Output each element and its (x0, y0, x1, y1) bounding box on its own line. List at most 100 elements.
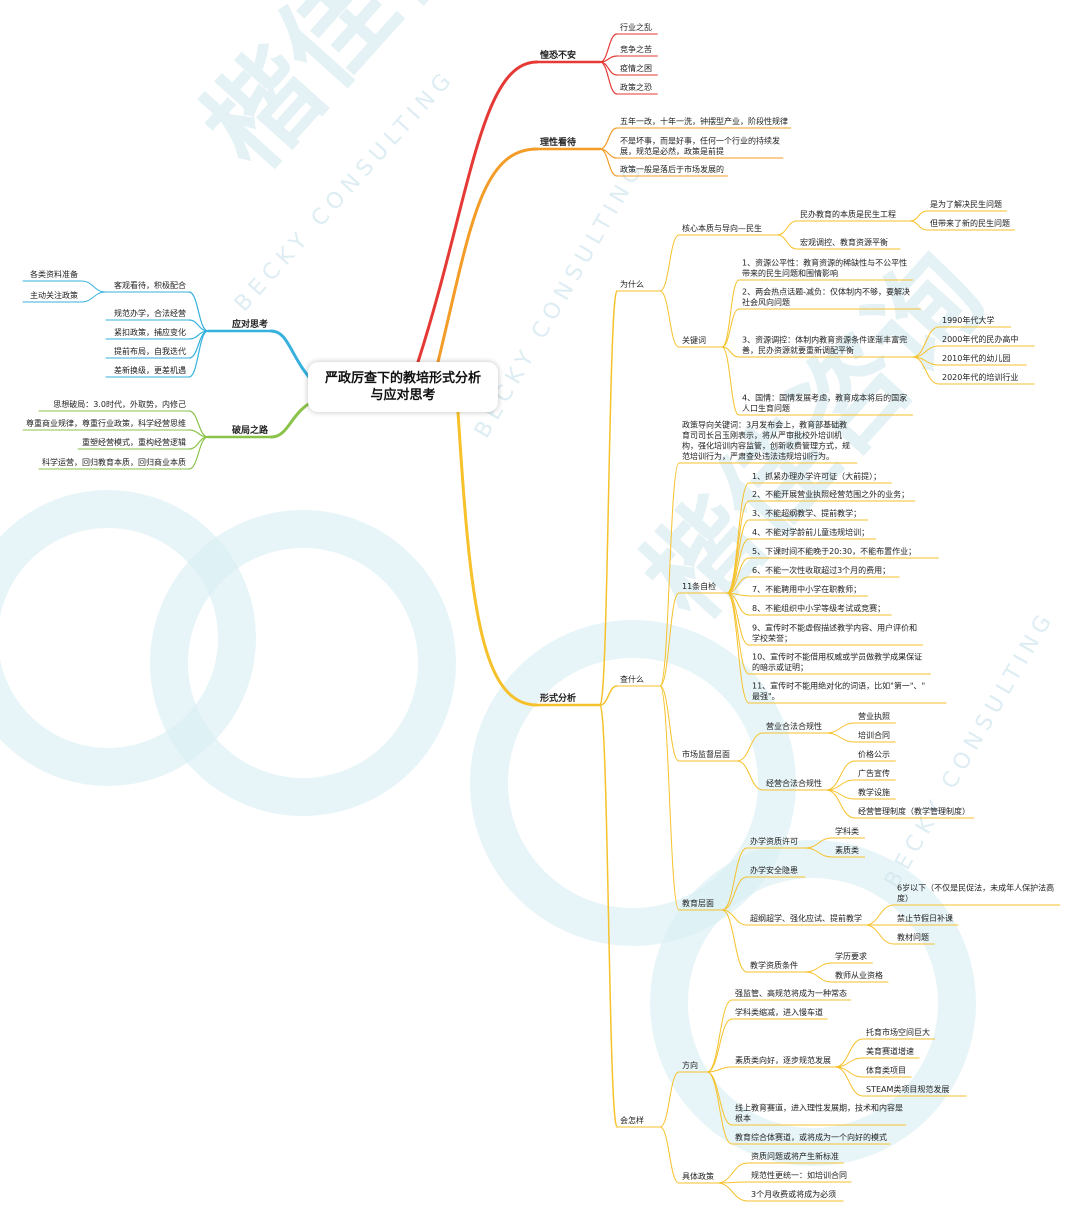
connector-line (864, 904, 895, 926)
topic-node[interactable]: 3、不能超纲教学、提前教学； (752, 508, 861, 518)
topic-node[interactable]: 五年一改，十年一洗，钟摆型产业，阶段性规律 (620, 116, 788, 126)
connector-line (659, 234, 680, 292)
topic-node[interactable]: 2000年代的民办高中 (942, 334, 1018, 344)
topic-node[interactable]: 11、宣传时不能用绝对化的词语，比如"第一"、"最强"。 (752, 681, 925, 702)
topic-node[interactable]: 学历要求 (835, 951, 867, 961)
topic-node[interactable]: 关键词 (682, 335, 706, 345)
topic-node[interactable]: 学科类缩减，进入慢车道 (735, 1007, 823, 1017)
topic-node[interactable]: 2、不能开展营业执照经营范围之外的业务； (752, 489, 909, 499)
topic-node[interactable]: 疫情之困 (620, 63, 652, 73)
central-topic[interactable]: 严政厉查下的教培形式分析 与应对思考 (308, 362, 498, 412)
topic-node[interactable]: 政策一般是落后于市场发展的 (620, 164, 724, 174)
topic-node[interactable]: 禁止节假日补课 (897, 913, 953, 923)
topic-node[interactable]: 行业之乱 (620, 22, 652, 32)
topic-node[interactable]: 办学资质许可 (750, 836, 798, 846)
topic-node[interactable]: 广告宣传 (858, 768, 890, 778)
topic-node[interactable]: 资质问题或将产生新标准 (751, 1151, 839, 1161)
topic-node[interactable]: 规范性更统一：如培训合同 (751, 1170, 847, 1180)
topic-node[interactable]: 为什么 (620, 279, 644, 289)
branch-2[interactable]: 理性看待 (540, 136, 576, 148)
topic-node[interactable]: 素质类 (835, 845, 859, 855)
topic-node[interactable]: 美育赛道增速 (866, 1046, 914, 1056)
connector-line (716, 1162, 749, 1184)
topic-node[interactable]: 教材问题 (897, 932, 929, 942)
topic-node[interactable]: 体育类项目 (866, 1065, 906, 1075)
connector-line (599, 61, 618, 95)
topic-node[interactable]: 竞争之苦 (620, 44, 652, 54)
topic-node[interactable]: 规范办学，合法经营 (114, 308, 186, 318)
topic-node[interactable]: 具体政策 (682, 1171, 714, 1181)
topic-node[interactable]: 价格公示 (858, 749, 890, 759)
topic-node[interactable]: 4、不能对学龄前儿童违规培训； (752, 527, 869, 537)
topic-node[interactable]: 营业执照 (858, 711, 890, 721)
connector-line (726, 538, 750, 594)
topic-node[interactable]: 办学安全隐患 (750, 865, 798, 875)
topic-node[interactable]: 素质类向好，逐步规范发展 (735, 1055, 831, 1065)
topic-node[interactable]: 3个月收费或将成为必须 (751, 1189, 836, 1199)
topic-node[interactable]: 4、国情：国情发展考虑，教育成本将后的国家人口生育问题 (742, 393, 907, 414)
topic-node[interactable]: 托育市场空间巨大 (866, 1027, 930, 1037)
topic-node[interactable]: 教师从业资格 (835, 970, 883, 980)
topic-node[interactable]: 5、下课时间不能晚于20:30，不能布置作业； (752, 546, 916, 556)
topic-node[interactable]: 营业合法合规性 (766, 721, 822, 731)
topic-node[interactable]: 强监管、高规范将成为一种常态 (735, 988, 847, 998)
topic-node[interactable]: 方向 (682, 1060, 698, 1070)
connector-line (659, 685, 680, 911)
connector-line (599, 33, 618, 63)
topic-node[interactable]: 经营管理制度（教学管理制度） (858, 806, 970, 816)
topic-node[interactable]: 思想破局：3.0时代，外取势，内修己 (53, 399, 186, 409)
topic-node[interactable]: 11条自检 (682, 581, 716, 591)
topic-node[interactable]: 主动关注政策 (30, 290, 78, 300)
topic-node[interactable]: 培训合同 (858, 730, 890, 740)
topic-node[interactable]: 9、宣传时不能虚假描述教学内容、用户评价和学校荣誉； (752, 623, 917, 644)
topic-node[interactable]: 客观看待，积极配合 (114, 280, 186, 290)
topic-node[interactable]: 超纲超学、强化应试、提前教学 (750, 913, 862, 923)
topic-node[interactable]: 尊重商业规律，尊重行业政策，科学经营思维 (26, 418, 186, 428)
topic-node[interactable]: 会怎样 (620, 1115, 644, 1125)
connector-line (804, 847, 833, 858)
topic-node[interactable]: 查什么 (620, 674, 644, 684)
topic-node[interactable]: 但带来了新的民生问题 (930, 218, 1010, 228)
topic-node[interactable]: STEAM类项目规范发展 (866, 1084, 949, 1094)
topic-node[interactable]: 宏观调控、教育资源平衡 (800, 237, 888, 247)
topic-node[interactable]: 2、两会热点话题-减负：仅体制内不够，要解决社会风向问题 (742, 287, 910, 308)
topic-node[interactable]: 政策导向关键词：3月发布会上，教育部基础教育司司长吕玉刚表示，将从严审批校外培训… (682, 420, 850, 462)
connector-line (912, 345, 940, 358)
topic-node[interactable]: 6、不能一次性收取超过3个月的费用； (752, 565, 890, 575)
topic-node[interactable]: 重塑经营模式，重构经营逻辑 (82, 437, 186, 447)
branch-1[interactable]: 惶恐不安 (540, 49, 576, 61)
topic-node[interactable]: 学科类 (835, 826, 859, 836)
topic-node[interactable]: 经营合法合规性 (766, 778, 822, 788)
topic-node[interactable]: 政策之恐 (620, 82, 652, 92)
branch-3[interactable]: 形式分析 (540, 692, 576, 704)
topic-node[interactable]: 核心本质与导向—民生 (682, 223, 762, 233)
topic-node[interactable]: 8、不能组织中小学等级考试或竞赛； (752, 603, 885, 613)
connector-line (659, 592, 680, 687)
topic-node[interactable]: 7、不能聘用中小学在职教师； (752, 584, 861, 594)
branch-4[interactable]: 应对思考 (232, 318, 268, 330)
connector-line (909, 210, 928, 222)
topic-node[interactable]: 科学运营，回归教育本质，回归商业本质 (42, 457, 186, 467)
topic-node[interactable]: 提前布局，自我迭代 (114, 346, 186, 356)
topic-node[interactable]: 1、抓紧办理办学许可证（大前提）； (752, 471, 881, 481)
topic-node[interactable]: 教学资质条件 (750, 960, 798, 970)
topic-node[interactable]: 2020年代的培训行业 (942, 372, 1018, 382)
topic-node[interactable]: 10、宣传时不能借用权威或学员做教学成果保证的暗示或证明； (752, 652, 922, 673)
topic-node[interactable]: 线上教育赛道，进入理性发展期，技术和内容是根本 (735, 1103, 903, 1124)
topic-node[interactable]: 紧扣政策，捕应变化 (114, 327, 186, 337)
topic-node[interactable]: 教育层面 (682, 898, 714, 908)
topic-node[interactable]: 市场监督层面 (682, 749, 730, 759)
topic-node[interactable]: 是为了解决民生问题 (930, 199, 1002, 209)
branch-5[interactable]: 破局之路 (232, 424, 269, 436)
topic-node[interactable]: 3、资源调控：体制内教育资源条件逐渐丰富完善，民办资源就要重新调配平衡 (742, 335, 907, 356)
topic-node[interactable]: 教育综合体赛道，或将成为一个向好的模式 (735, 1132, 887, 1142)
topic-node[interactable]: 民办教育的本质是民生工程 (800, 209, 896, 219)
topic-node[interactable]: 1、资源公平性：教育资源的稀缺性与不公平性带来的民生问题和围情影响 (742, 258, 907, 279)
topic-node[interactable]: 差新换级，更差机遇 (114, 365, 186, 375)
topic-node[interactable]: 各类资料准备 (30, 269, 78, 279)
topic-node[interactable]: 1990年代大学 (942, 315, 994, 325)
topic-node[interactable]: 教学设施 (858, 787, 890, 797)
topic-node[interactable]: 不是坏事，而是好事，任何一个行业的持续发展，规范是必然，政策是前提 (620, 136, 780, 157)
topic-node[interactable]: 2010年代的幼儿园 (942, 353, 1010, 363)
topic-node[interactable]: 6岁以下（不仅是民促法，未成年人保护法高度） (897, 883, 1054, 904)
